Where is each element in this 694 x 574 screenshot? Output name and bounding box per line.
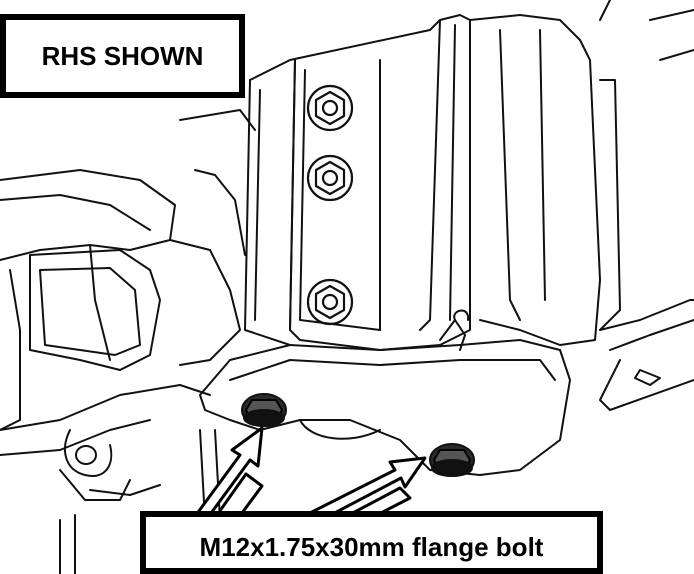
upper-bolt	[306, 84, 354, 132]
left-frame-structure	[0, 109, 256, 431]
main-vertical-plate	[244, 14, 471, 351]
middle-bolt	[306, 154, 354, 202]
lower-left-arm	[0, 384, 221, 574]
part-label-box: M12x1.75x30mm flange bolt	[140, 511, 603, 574]
flange-bolt-left	[241, 393, 287, 427]
part-label-text: M12x1.75x30mm flange bolt	[199, 532, 544, 562]
plate-bolts	[306, 84, 354, 326]
view-label-text: RHS SHOWN	[41, 40, 204, 71]
flange-bolts	[241, 393, 475, 477]
view-label-box: RHS SHOWN	[0, 14, 245, 98]
lower-plate-bolt	[306, 278, 354, 326]
callout-arrows	[183, 426, 427, 542]
flange-bolt-right	[429, 443, 475, 477]
right-frame-structure	[469, 0, 694, 411]
